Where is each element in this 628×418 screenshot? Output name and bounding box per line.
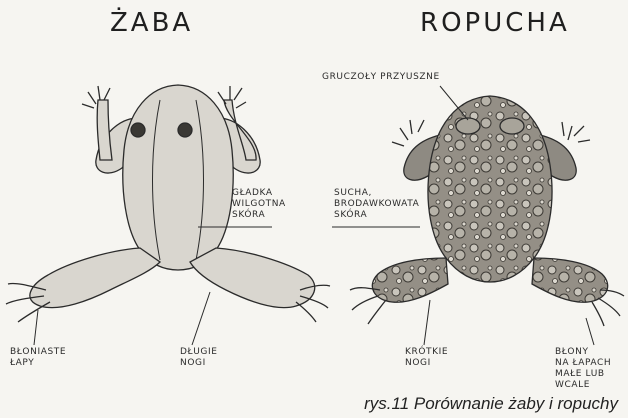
toad-parotoid-gland-right [500, 118, 524, 134]
leader-toad-legs [424, 300, 430, 345]
toad-hind-right-leg [532, 258, 608, 302]
frog-body [123, 85, 233, 270]
label-toad-short-legs: KRÓTKIE NOGI [405, 347, 448, 369]
toad-front-left-hand [392, 120, 424, 146]
leader-frog-legs [192, 292, 210, 345]
label-toad-skin: SUCHA, BRODAWKOWATA SKÓRA [334, 188, 419, 221]
label-frog-skin: GŁADKA WILGOTNA SKÓRA [232, 188, 286, 221]
leader-frog-webbed [34, 310, 38, 345]
label-toad-parotoid-glands: GRUCZOŁY PRZYUSZNE [322, 72, 440, 83]
leader-toad-webbing [586, 318, 594, 345]
label-frog-webbed-feet: BŁONIASTE ŁAPY [10, 347, 66, 369]
label-toad-webbing: BŁONY NA ŁAPACH MAŁE LUB WCALE [555, 347, 628, 391]
figure-caption: rys.11 Porównanie żaby i ropuchy [364, 394, 618, 414]
toad-title: ROPUCHA [420, 8, 570, 38]
toad-hind-left-leg [372, 258, 448, 302]
frog-front-left-arm [97, 100, 112, 160]
frog-eye-left [131, 123, 145, 137]
frog-eye-right [178, 123, 192, 137]
frog-hind-left-leg [30, 248, 160, 308]
frog-hind-right-leg [190, 248, 315, 308]
frog-title: ŻABA [110, 8, 193, 38]
toad-parotoid-gland-left [456, 118, 480, 134]
toad-body [428, 96, 552, 282]
toad-front-right-hand [562, 122, 590, 142]
label-frog-long-legs: DŁUGIE NOGI [180, 347, 218, 369]
